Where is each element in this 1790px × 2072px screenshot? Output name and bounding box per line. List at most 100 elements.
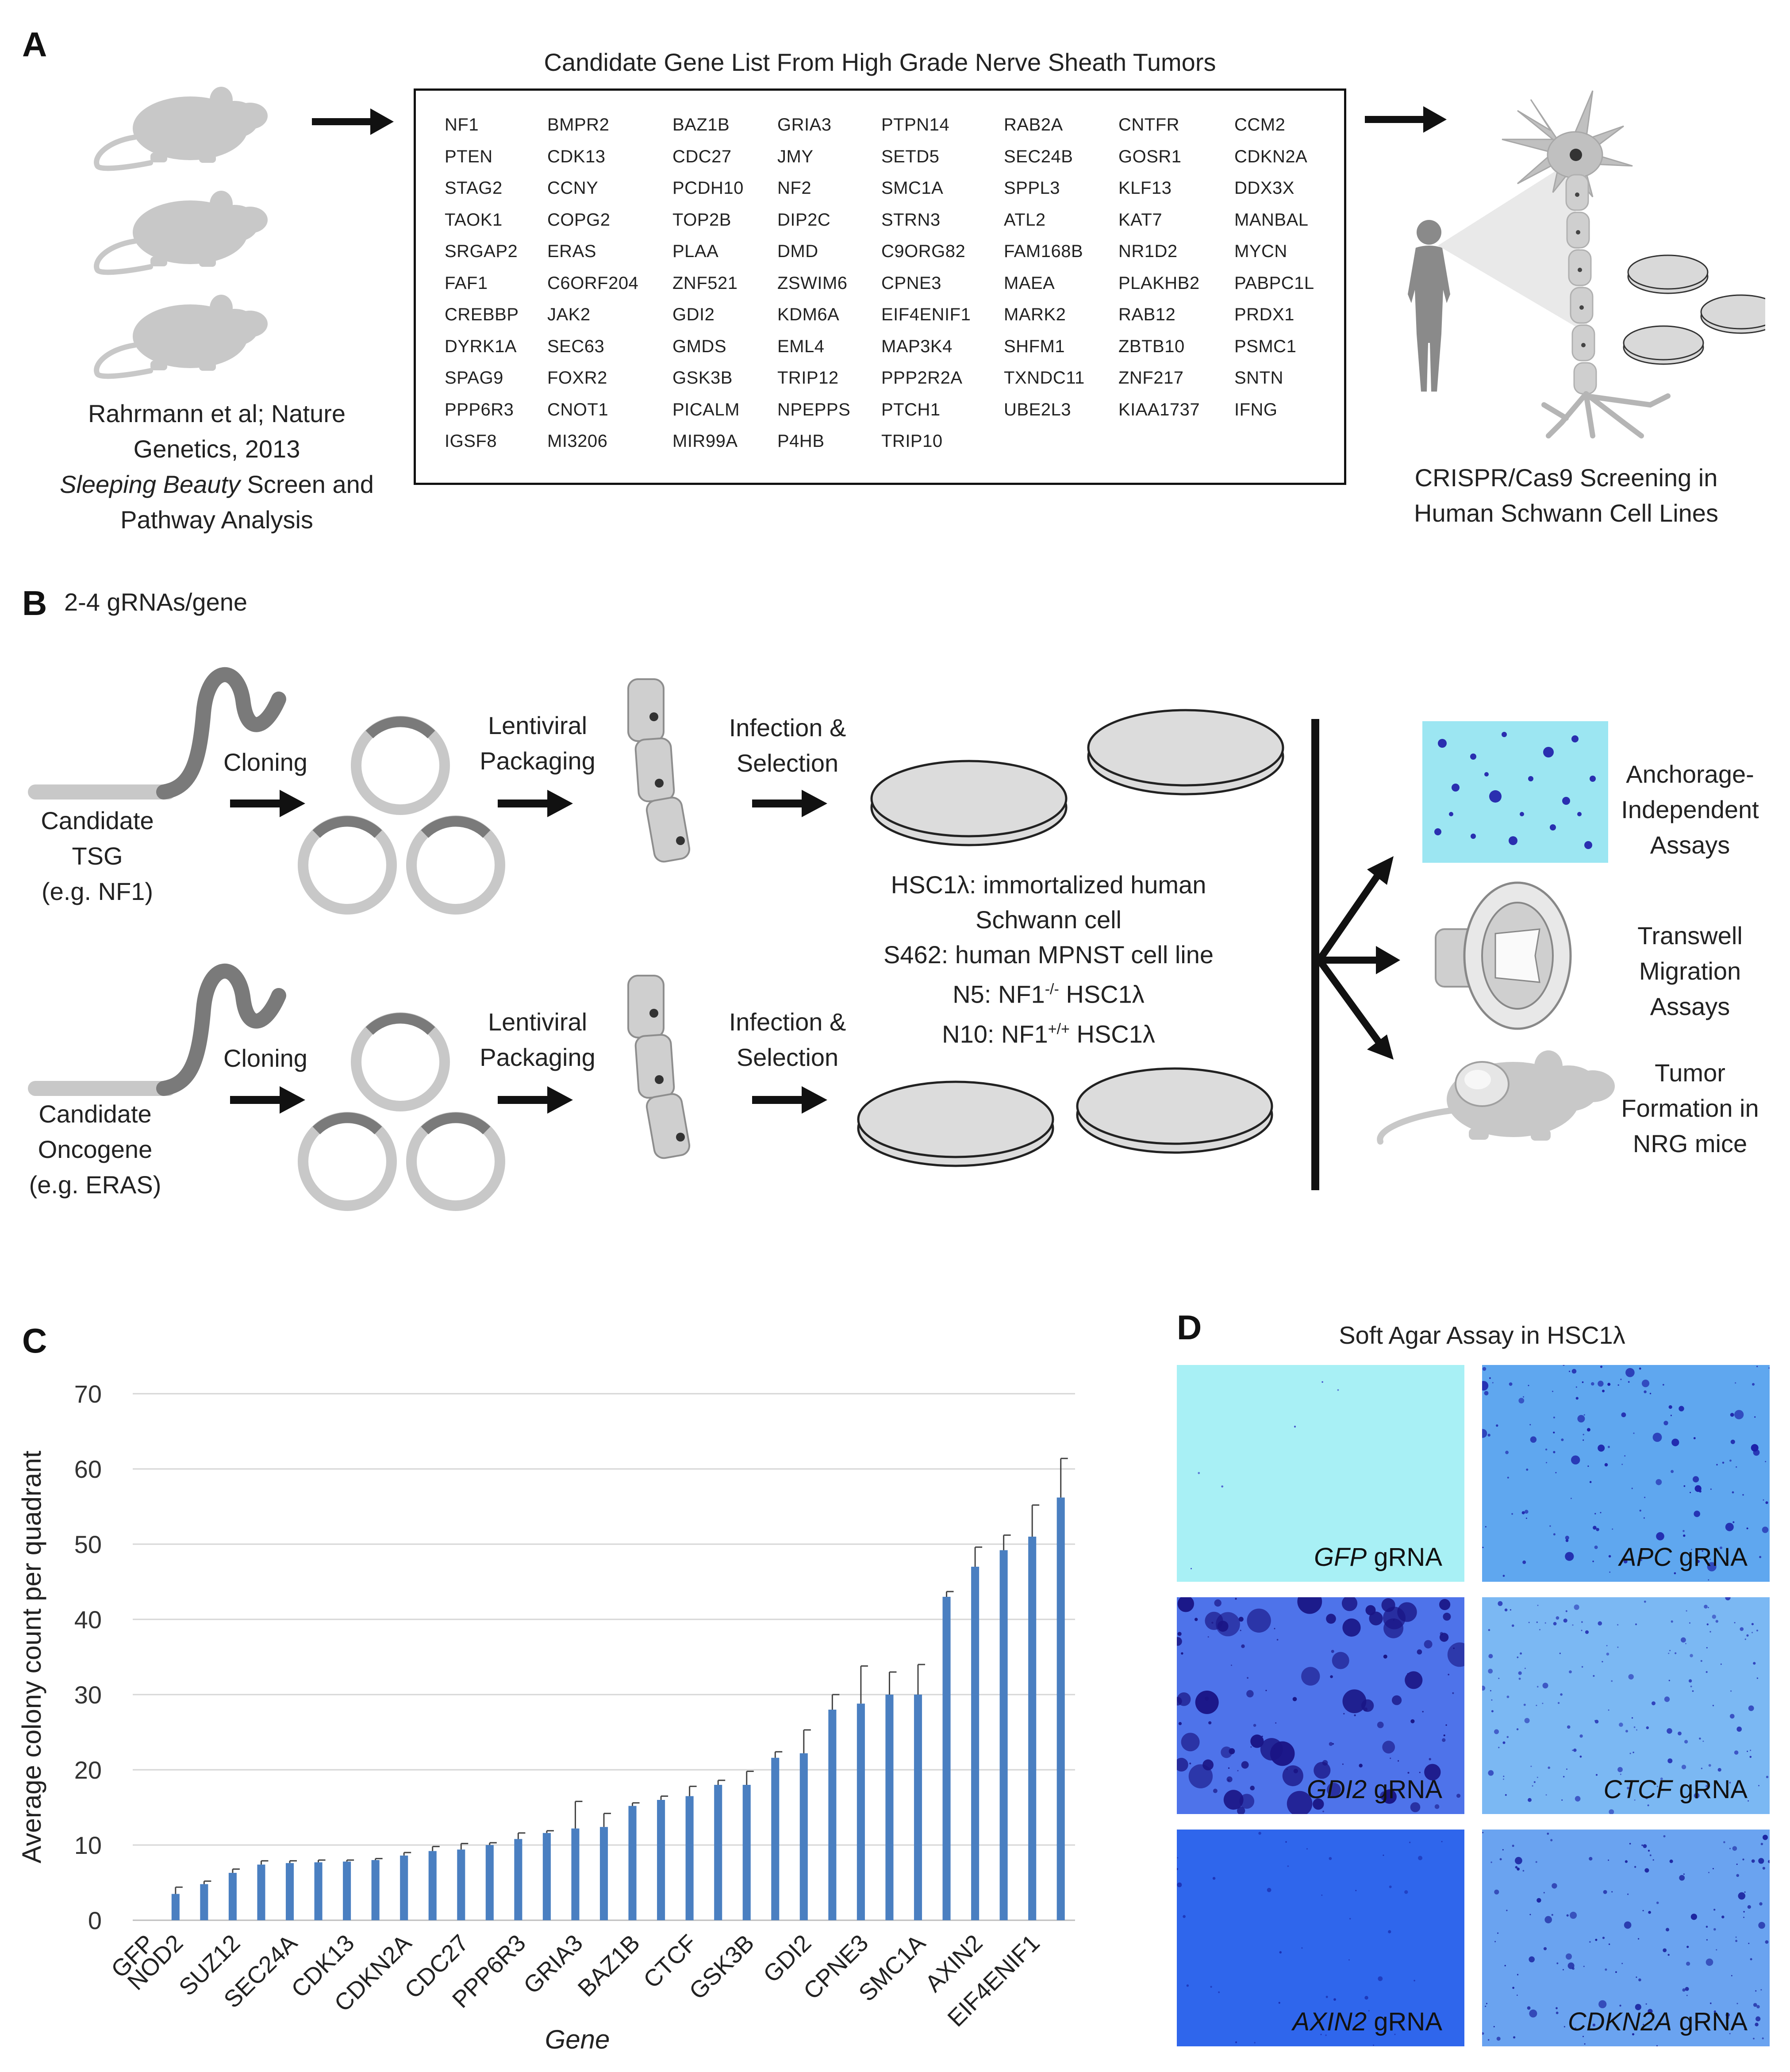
- infection-line-2: Selection: [736, 749, 839, 777]
- gene-list-item: TRIP10: [881, 431, 943, 451]
- gene-list-item: DMD: [777, 242, 818, 261]
- bar: [200, 1884, 208, 1920]
- gene-list-item: CREBBP: [445, 305, 519, 324]
- gene-list-item: C9ORG82: [881, 242, 966, 261]
- gene-list-item: TAOK1: [445, 210, 503, 230]
- gene-list-item: RAB2A: [1004, 115, 1063, 135]
- bar: [171, 1894, 180, 1920]
- photo-label: CTCF gRNA: [1604, 1775, 1748, 1804]
- cell-line-1: HSC1λ: immortalized human: [891, 871, 1206, 899]
- onc-line-1: Candidate: [38, 1100, 152, 1128]
- gene-list-item: MAEA: [1004, 273, 1055, 293]
- workflow-arrows: [230, 790, 827, 1114]
- tumor-formation-label: Tumor Formation in NRG mice: [1606, 1055, 1774, 1161]
- bar: [942, 1597, 951, 1920]
- infection-line-1: Infection &: [729, 1008, 846, 1036]
- gene-list-item: NPEPPS: [777, 400, 851, 419]
- gene-list-item: CPNE3: [881, 273, 941, 293]
- citation-line-3: Sleeping Beauty Screen and: [27, 467, 407, 502]
- bar: [571, 1828, 580, 1920]
- bar: [428, 1851, 437, 1920]
- bar: [914, 1695, 922, 1920]
- bar: [514, 1839, 522, 1920]
- bar: [371, 1860, 380, 1920]
- y-axis-label: Average colony count per quadrant: [17, 1450, 46, 1863]
- infection-selection-label: Infection & Selection: [712, 710, 863, 781]
- cell-line-5: N10: NF1+/+ HSC1λ: [841, 1012, 1256, 1052]
- gene-list-item: TOP2B: [672, 210, 731, 230]
- soft-agar-photo: CTCF gRNA: [1482, 1597, 1770, 1814]
- assay2-line-3: Assays: [1650, 992, 1730, 1020]
- cell-line-3: S462: human MPNST cell line: [883, 941, 1214, 969]
- lentiviral-line-2: Packaging: [480, 747, 595, 775]
- photo-grna-suffix: gRNA: [1367, 1543, 1442, 1572]
- gene-list-item: CDKN2A: [1234, 146, 1308, 166]
- gene-list-item: MIR99A: [672, 431, 738, 451]
- cloning-label: Cloning: [223, 1044, 307, 1072]
- gene-list-item: IGSF8: [445, 431, 497, 451]
- cell-lines-legend: HSC1λ: immortalized human Schwann cell S…: [841, 867, 1256, 1051]
- onc-line-2: Oncogene: [38, 1135, 153, 1163]
- lentiviral-line-2: Packaging: [480, 1043, 595, 1071]
- candidate-oncogene-label: Candidate Oncogene (e.g. ERAS): [22, 1096, 168, 1203]
- gene-list-item: ZNF521: [672, 273, 738, 293]
- bar: [971, 1567, 980, 1920]
- gene-list-item: CCM2: [1234, 115, 1286, 135]
- y-tick-label: 30: [74, 1681, 102, 1709]
- x-tick-label: GSK3B: [684, 1930, 759, 2005]
- gene-list-item: GOSR1: [1118, 146, 1182, 166]
- y-tick-label: 20: [74, 1756, 102, 1784]
- colony-dots: [1191, 1381, 1339, 1569]
- gene-list-item: JAK2: [547, 305, 591, 324]
- gene-list-item: ERAS: [547, 242, 596, 261]
- bar: [742, 1785, 751, 1920]
- bar: [400, 1855, 408, 1920]
- gene-list-item: SHFM1: [1004, 336, 1065, 356]
- bar: [885, 1695, 894, 1920]
- candidate-tsg-label: Candidate TSG (e.g. NF1): [27, 803, 168, 909]
- gene-list-item: ATL2: [1004, 210, 1046, 230]
- citation-line-2: Genetics, 2013: [133, 435, 300, 463]
- anchorage-assay-label: Anchorage- Independent Assays: [1606, 757, 1774, 863]
- assay3-line-3: NRG mice: [1633, 1130, 1748, 1157]
- colony-dots: [1482, 1365, 1770, 1581]
- gene-list-item: PTCH1: [881, 400, 941, 419]
- gene-list-item: PLAKHB2: [1118, 273, 1200, 293]
- gene-list-item: PTPN14: [881, 115, 950, 135]
- gene-list-item: PPP6R3: [445, 400, 514, 419]
- bar: [599, 1827, 608, 1920]
- photo-label: GFP gRNA: [1314, 1542, 1442, 1572]
- gene-list-item: PRDX1: [1234, 305, 1294, 324]
- gene-list-item: PPP2R2A: [881, 368, 963, 388]
- bar: [799, 1753, 808, 1920]
- gene-list-item: IFNG: [1234, 400, 1278, 419]
- lentiviral-line-1: Lentiviral: [488, 711, 588, 739]
- gene-list-item: P4HB: [777, 431, 825, 451]
- gene-list-item: KLF13: [1118, 178, 1172, 198]
- arrow-right-icon: [1365, 106, 1447, 133]
- gene-list-item: PABPC1L: [1234, 273, 1314, 293]
- photo-gene-name: APC: [1619, 1543, 1672, 1572]
- assay2-line-2: Migration: [1639, 957, 1741, 985]
- y-tick-label: 50: [74, 1530, 102, 1558]
- assay1-line-3: Assays: [1650, 831, 1730, 859]
- cell-line-4: N5: NF1-/- HSC1λ: [841, 972, 1256, 1012]
- gene-list-item: STRN3: [881, 210, 941, 230]
- gene-list-item: MI3206: [547, 431, 608, 451]
- bar: [771, 1757, 780, 1920]
- gene-list-item: SMC1A: [881, 178, 944, 198]
- bar: [314, 1862, 323, 1920]
- bar: [999, 1550, 1008, 1920]
- citation-line-4: Pathway Analysis: [120, 506, 313, 534]
- crispr-line-1: CRISPR/Cas9 Screening in: [1414, 464, 1718, 492]
- photo-grna-suffix: gRNA: [1672, 1775, 1748, 1804]
- photo-grna-suffix: gRNA: [1367, 1775, 1442, 1804]
- human-silhouette-icon: [1408, 220, 1450, 392]
- cell-line-4-post: HSC1λ: [1059, 980, 1145, 1008]
- panel-letter-a: A: [22, 25, 47, 64]
- infection-selection-label: Infection & Selection: [712, 1004, 863, 1075]
- assay1-line-1: Anchorage-: [1626, 760, 1754, 788]
- cell-chain-icons: [627, 678, 691, 1159]
- infection-line-1: Infection &: [729, 714, 846, 742]
- arrow-right-icon: [312, 108, 394, 135]
